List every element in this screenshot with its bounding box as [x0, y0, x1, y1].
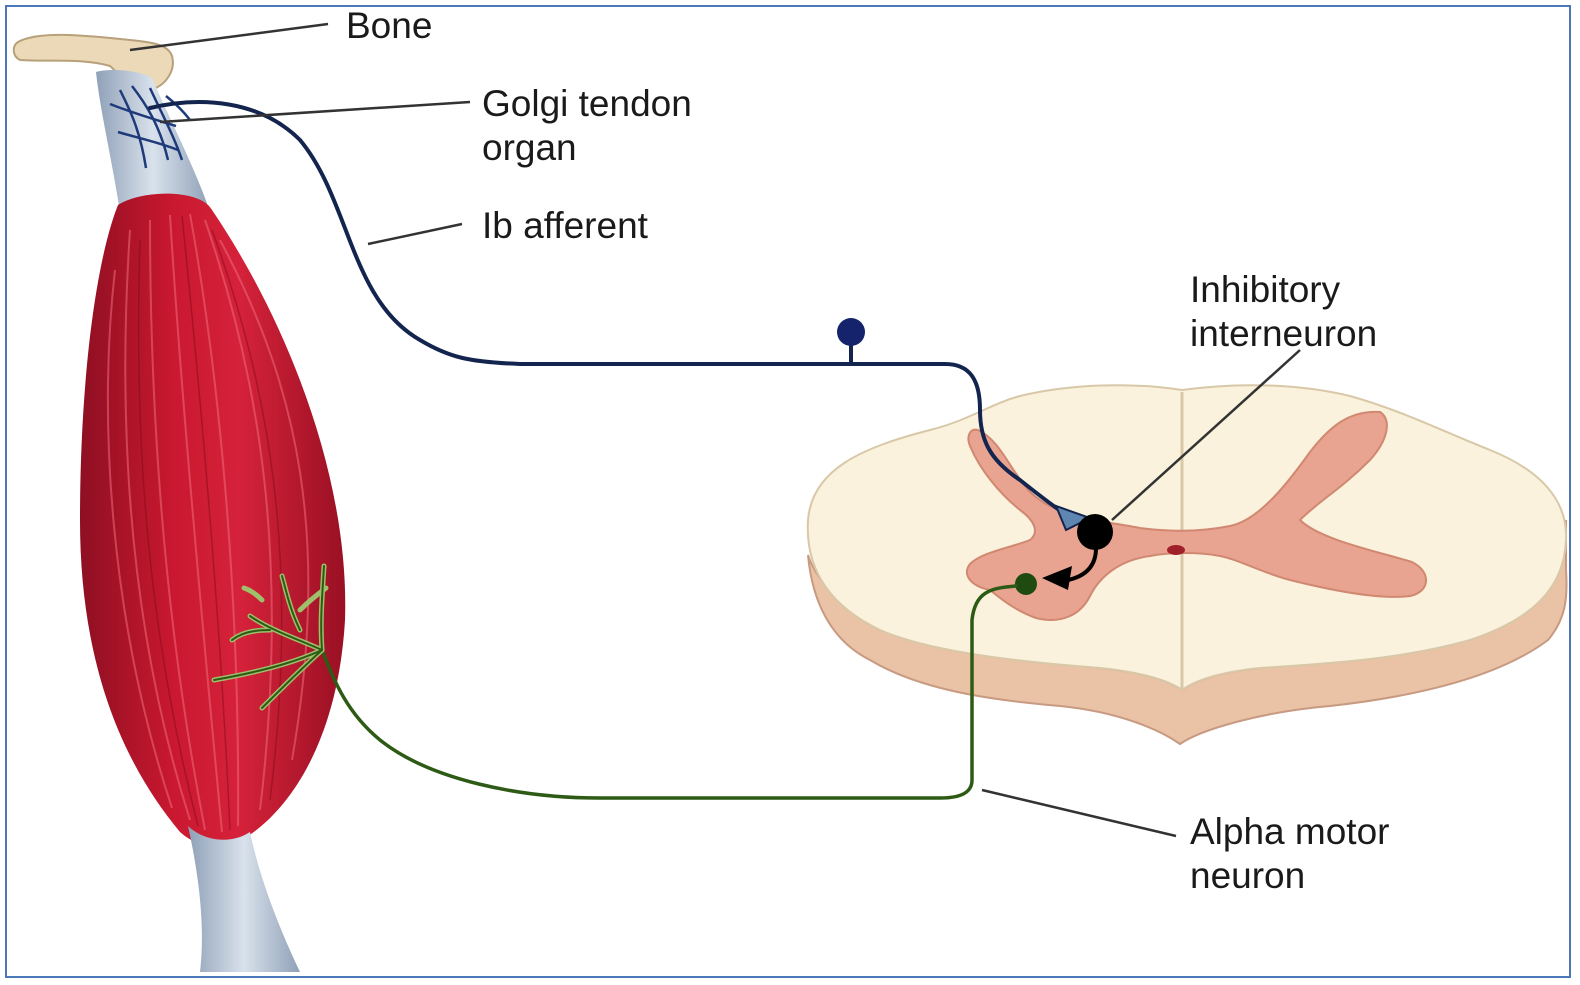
inhibitory-interneuron-cell [1077, 514, 1113, 550]
dorsal-root-ganglion-cell [837, 318, 865, 346]
label-golgi-tendon-organ-line1: Golgi tendon [482, 82, 692, 126]
alpha-motor-leader [982, 790, 1176, 836]
label-alpha-motor-line1: Alpha motor [1190, 810, 1390, 854]
lower-tendon [188, 826, 300, 972]
label-bone: Bone [346, 4, 432, 48]
ib-afferent-leader [368, 224, 462, 244]
label-inhibitory-line1: Inhibitory [1190, 268, 1340, 312]
label-alpha-motor-line2: neuron [1190, 854, 1305, 898]
bone-leader [130, 24, 328, 50]
golgi-leader [160, 102, 470, 122]
label-ib-afferent: Ib afferent [482, 204, 648, 248]
label-inhibitory-line2: interneuron [1190, 312, 1377, 356]
label-golgi-tendon-organ-line2: organ [482, 126, 577, 170]
central-canal [1167, 545, 1185, 555]
alpha-motor-neuron-cell [1015, 573, 1037, 595]
